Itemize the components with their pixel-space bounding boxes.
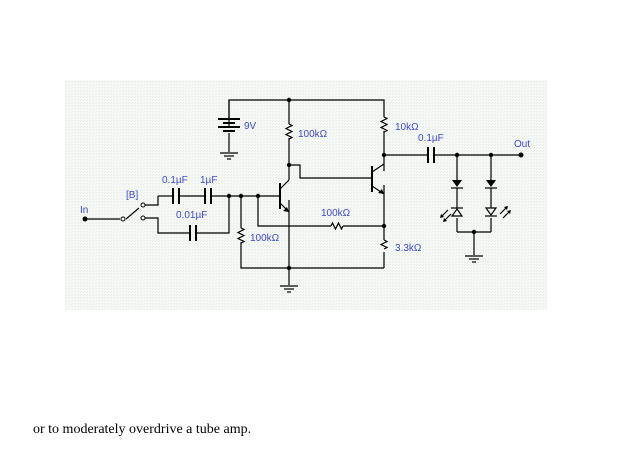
capacitor-c-in1-label: 0.1µF — [162, 175, 188, 186]
switch-b-label: [B] — [126, 190, 138, 201]
capacitor-c-in2 — [204, 188, 212, 204]
capacitor-c-in2-label: 1µF — [200, 175, 217, 186]
input-terminal — [82, 216, 88, 222]
resistor-r-base — [236, 227, 246, 244]
battery-label: 9V — [244, 121, 257, 132]
ground-symbol — [280, 285, 298, 293]
resistor-r2-label: 10kΩ — [395, 122, 419, 133]
resistor-r1 — [284, 123, 294, 140]
output-terminal — [518, 152, 524, 158]
led-1 — [440, 188, 464, 222]
schematic-background — [65, 80, 547, 310]
ground-symbol — [465, 255, 483, 263]
resistor-r-feedback — [330, 221, 344, 231]
transistor-q1 — [279, 175, 290, 213]
resistor-r2 — [379, 116, 389, 133]
ground-symbol — [220, 152, 238, 160]
battery-9v — [218, 100, 240, 132]
capacitor-c-in1 — [172, 188, 180, 204]
resistor-emitter-label: 3.3kΩ — [395, 243, 422, 254]
capacitor-c-in3-label: 0.01µF — [176, 210, 207, 221]
led-2 — [484, 188, 511, 219]
junction-dots — [226, 97, 494, 271]
wires — [85, 99, 521, 285]
input-label: In — [80, 205, 88, 216]
caption-text: or to moderately overdrive a tube amp. — [33, 422, 252, 437]
capacitor-c-out — [427, 147, 435, 163]
transistor-q2 — [371, 163, 385, 195]
resistor-feedback-label: 100kΩ — [321, 208, 351, 219]
resistor-r-emitter — [379, 239, 389, 250]
capacitor-c-out-label: 0.1µF — [418, 133, 444, 144]
switch-b — [120, 202, 146, 222]
capacitor-c-in3 — [189, 225, 197, 241]
output-label: Out — [514, 139, 530, 150]
resistor-r1-label: 100kΩ — [298, 129, 328, 140]
resistor-base-label: 100kΩ — [250, 233, 280, 244]
